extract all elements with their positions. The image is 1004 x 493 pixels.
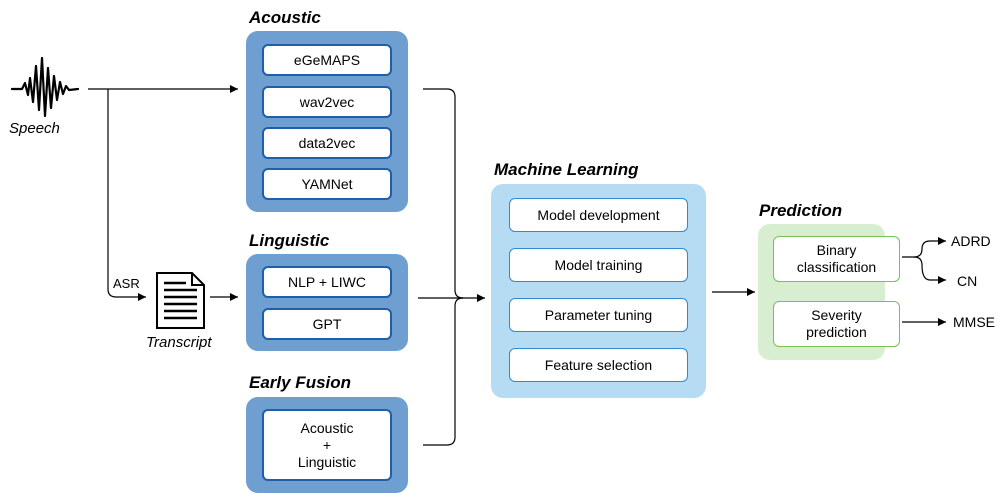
- early-fusion-line-2: +: [322, 436, 332, 453]
- machine-learning-title: Machine Learning: [494, 160, 639, 179]
- ml-parameter-tuning: Parameter tuning: [509, 298, 688, 332]
- line-acoustic-to-merge: [423, 88, 464, 299]
- feature-wav2vec: wav2vec: [262, 86, 392, 118]
- transcript-label: Transcript: [146, 334, 212, 351]
- asr-label: ASR: [113, 276, 140, 291]
- severity-prediction-box: Severity prediction: [773, 301, 900, 347]
- binary-line-1: Binary: [816, 242, 857, 258]
- line-binary-to-cn: [913, 256, 946, 284]
- feature-data2vec: data2vec: [262, 127, 392, 159]
- line-speech-to-asr: [107, 89, 146, 301]
- acoustic-title: Acoustic: [249, 8, 321, 27]
- early-fusion-line-1: Acoustic: [300, 419, 354, 436]
- prediction-title: Prediction: [759, 201, 843, 220]
- feature-nlp-liwc: NLP + LIWC: [262, 266, 392, 298]
- feature-egemaps: eGeMAPS: [262, 44, 392, 76]
- early-fusion-line-3: Linguistic: [297, 453, 357, 470]
- document-icon: [156, 272, 205, 329]
- ml-model-training: Model training: [509, 248, 688, 282]
- line-binary-to-adrd: [902, 237, 946, 258]
- early-fusion-title: Early Fusion: [249, 373, 352, 392]
- feature-yamnet: YAMNet: [262, 168, 392, 200]
- output-adrd: ADRD: [951, 233, 991, 249]
- binary-classification-box: Binary classification: [773, 236, 900, 282]
- output-mmse: MMSE: [953, 314, 995, 330]
- feature-gpt: GPT: [262, 308, 392, 340]
- severity-line-2: prediction: [806, 324, 867, 340]
- ml-feature-selection: Feature selection: [509, 348, 688, 382]
- ml-model-development: Model development: [509, 198, 688, 232]
- output-cn: CN: [957, 273, 978, 289]
- binary-line-2: classification: [796, 259, 877, 275]
- speech-label: Speech: [9, 120, 60, 137]
- line-fusion-to-merge: [423, 297, 464, 446]
- speech-waveform-icon: [10, 56, 80, 118]
- severity-line-1: Severity: [811, 307, 862, 323]
- early-fusion-box: Acoustic + Linguistic: [262, 409, 392, 481]
- linguistic-title: Linguistic: [249, 231, 330, 250]
